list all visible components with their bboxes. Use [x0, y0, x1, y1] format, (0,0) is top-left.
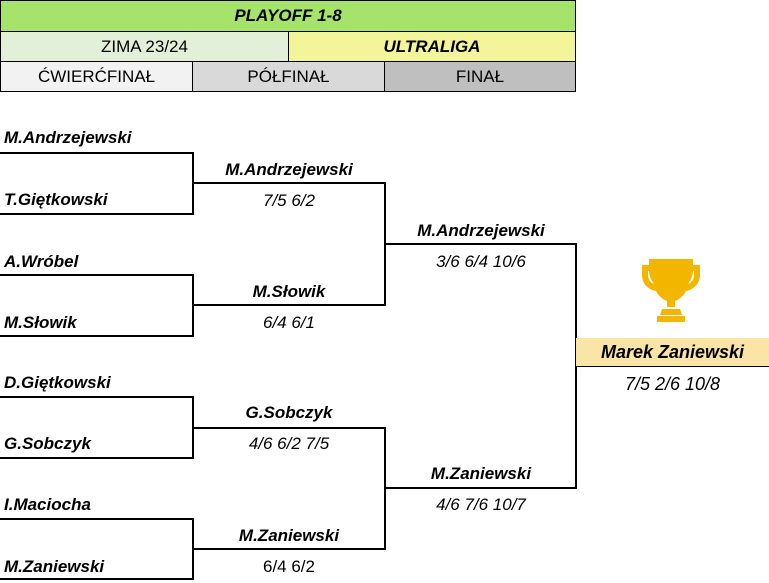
bracket-line	[384, 487, 577, 489]
qf-player: M.Andrzejewski	[4, 128, 132, 147]
sf-winner: M.Zaniewski	[238, 526, 340, 545]
sf-winner: G.Sobczyk	[245, 403, 333, 422]
qf-player: G.Sobczyk	[4, 434, 91, 453]
bracket-line	[0, 396, 193, 398]
round-quarterfinal-header: ĆWIERĆFINAŁ	[0, 61, 193, 92]
sf-score: 4/6 6/2 7/5	[248, 434, 330, 453]
season-label: ZIMA 23/24	[0, 31, 289, 62]
sf-winner: M.Słowik	[252, 282, 326, 301]
qf-player: M.Słowik	[4, 313, 77, 332]
qf-player: I.Maciocha	[4, 495, 91, 514]
final-score: 3/6 6/4 10/6	[436, 252, 526, 271]
league-label: ULTRALIGA	[288, 31, 576, 62]
bracket-line	[0, 578, 193, 580]
sf-score: 6/4 6/2	[263, 557, 315, 576]
sf-score: 7/5 6/2	[263, 191, 315, 210]
bracket-line	[0, 274, 193, 276]
final-winner: M.Andrzejewski	[417, 221, 545, 240]
bracket-line	[0, 152, 193, 154]
bracket-title: PLAYOFF 1-8	[0, 0, 576, 32]
bracket-line	[0, 457, 193, 459]
bracket-line	[575, 365, 769, 367]
bracket-line	[192, 304, 385, 306]
qf-player: M.Zaniewski	[4, 557, 105, 576]
bracket-line	[192, 548, 385, 550]
bracket-line	[192, 182, 385, 184]
qf-player: D.Giętkowski	[4, 373, 111, 392]
champion-name: Marek Zaniewski	[576, 338, 769, 366]
bracket-line	[384, 243, 577, 245]
trophy-icon	[640, 255, 702, 323]
champion-score: 7/5 2/6 10/8	[624, 374, 721, 394]
sf-winner: M.Andrzejewski	[225, 160, 353, 179]
bracket-line	[192, 427, 385, 429]
qf-player: A.Wróbel	[4, 252, 79, 271]
bracket-line	[0, 518, 193, 520]
qf-player: T.Giętkowski	[4, 190, 108, 209]
round-semifinal-header: PÓŁFINAŁ	[192, 61, 385, 92]
bracket-line	[0, 213, 193, 215]
final-winner: M.Zaniewski	[430, 464, 532, 483]
sf-score: 6/4 6/1	[263, 313, 315, 332]
round-final-header: FINAŁ	[384, 61, 576, 92]
bracket-line	[0, 335, 193, 337]
final-score: 4/6 7/6 10/7	[436, 495, 526, 514]
